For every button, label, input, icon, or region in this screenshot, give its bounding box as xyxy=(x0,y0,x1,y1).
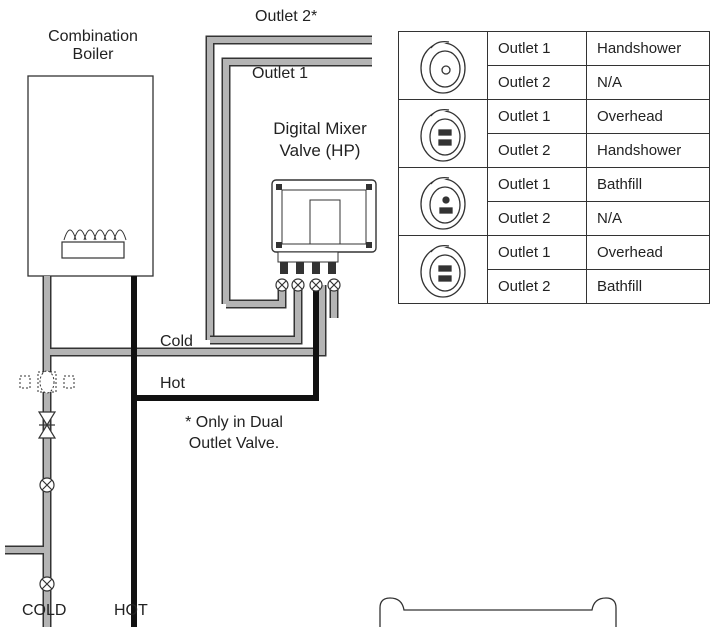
outlet-cell: Outlet 2 xyxy=(487,65,587,100)
burner-box xyxy=(61,241,125,259)
controller-bath-icon xyxy=(398,167,488,236)
table-row: Outlet 1 Bathfill xyxy=(398,167,710,236)
outlet-cell: Outlet 2 xyxy=(487,133,587,168)
outlet-cell: Outlet 1 xyxy=(487,167,587,202)
dual-outlet-note: * Only in Dual Outlet Valve. xyxy=(160,412,308,454)
mixer-label-line1: Digital Mixer xyxy=(273,119,367,138)
hot-pipe xyxy=(131,276,319,627)
note-line1: * Only in Dual xyxy=(185,414,283,431)
table-row: Outlet 1 Overhead xyxy=(398,99,710,168)
use-cell: Overhead xyxy=(586,99,710,134)
table-row: Outlet 1 Overhead xyxy=(398,235,710,304)
isolating-valves xyxy=(275,278,341,292)
use-cell: N/A xyxy=(586,201,710,236)
controller-shower-bath-icon xyxy=(398,235,488,304)
use-cell: Bathfill xyxy=(586,167,710,202)
controller-shower-icons-icon xyxy=(398,99,488,168)
use-cell: Overhead xyxy=(586,235,710,270)
cold-pipe-label: Cold xyxy=(160,333,193,350)
table-row: Outlet 1 Handshower xyxy=(398,31,710,100)
outlet-cell: Outlet 1 xyxy=(487,31,587,66)
burner-flame-icon xyxy=(63,229,127,241)
digital-mixer-valve xyxy=(271,179,377,274)
note-line2: Outlet Valve. xyxy=(188,435,280,452)
use-cell: Handshower xyxy=(586,31,710,66)
outlet-cell: Outlet 1 xyxy=(487,99,587,134)
outlet2-pipe-label: Outlet 2* xyxy=(255,8,318,25)
mixer-label: Digital Mixer Valve (HP) xyxy=(250,118,390,162)
outlet-cell: Outlet 1 xyxy=(487,235,587,270)
outlet-cell: Outlet 2 xyxy=(487,269,587,304)
gate-valve-icon xyxy=(37,411,57,439)
hot-bottom-label: HOT xyxy=(114,602,148,619)
hot-pipe-label: Hot xyxy=(160,375,185,392)
cold-bottom-label: COLD xyxy=(22,602,67,619)
bath-outline xyxy=(379,597,617,627)
cold-pipes xyxy=(5,35,372,627)
table-row: Outlet 2 N/A xyxy=(399,201,710,236)
boiler-label: Combination Boiler xyxy=(28,28,158,64)
table-row: Outlet 2 Bathfill xyxy=(399,269,710,304)
table-row: Outlet 2 N/A xyxy=(399,65,710,100)
use-cell: Handshower xyxy=(586,133,710,168)
controller-outlet-table: Outlet 1 Handshower Outlet 2 N/A Outlet … xyxy=(398,31,710,304)
pressure-reducing-valve-icon xyxy=(19,370,75,394)
use-cell: N/A xyxy=(586,65,710,100)
use-cell: Bathfill xyxy=(586,269,710,304)
boiler-label-line1: Combination xyxy=(48,28,138,45)
cold-main-isolating-valves xyxy=(39,477,55,592)
boiler-label-line2: Boiler xyxy=(72,46,114,63)
mixer-label-line2: Valve (HP) xyxy=(279,141,361,160)
outlet-cell: Outlet 2 xyxy=(487,201,587,236)
outlet1-pipe-label: Outlet 1 xyxy=(252,65,309,82)
controller-single-button-icon xyxy=(398,31,488,100)
